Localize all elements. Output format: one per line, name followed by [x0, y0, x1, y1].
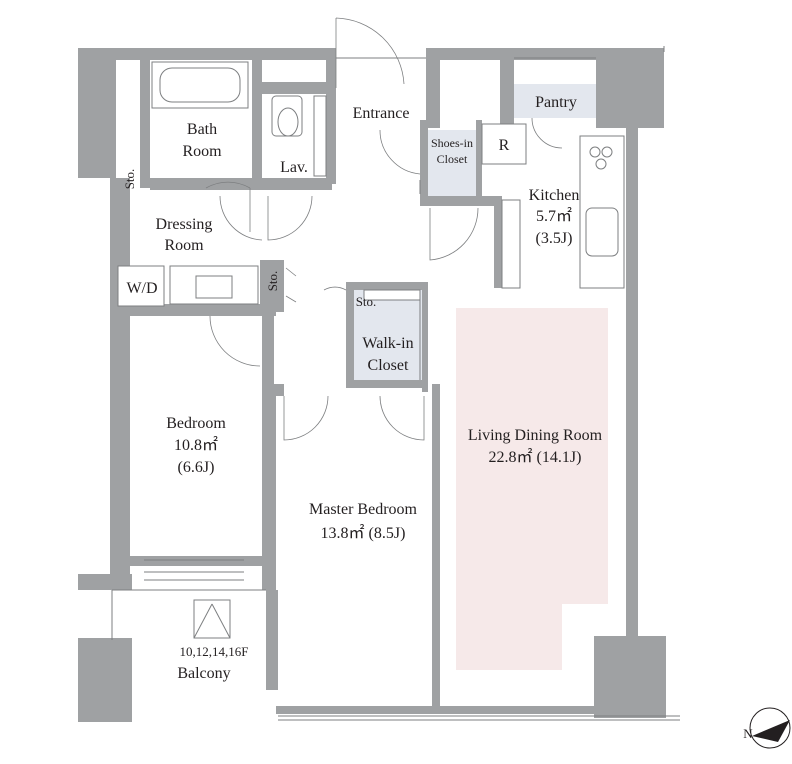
bath-label-line1: Bath: [187, 121, 217, 138]
kitchen-area: 5.7㎡: [536, 207, 572, 225]
refrigerator-box: [481, 123, 527, 165]
master-bedroom-label: Master Bedroom: [309, 501, 418, 518]
compass-north-label: N: [743, 726, 753, 741]
balcony-ac-unit: [193, 599, 231, 639]
washer-dryer-label: W/D: [126, 280, 157, 297]
shoes-closet-label-line1: Shoes-in: [431, 136, 473, 150]
storage-hall-label: Sto.: [265, 271, 280, 292]
kitchen-counter: [501, 135, 625, 289]
doors: [205, 17, 563, 441]
shoes-closet-fill: [426, 130, 478, 198]
dressing-label-line2: Room: [164, 237, 204, 254]
washer-dryer: [117, 265, 165, 307]
pantry-fill: [514, 84, 596, 118]
dressing-label-line1: Dressing: [156, 216, 213, 233]
bedroom-label: Bedroom: [166, 415, 226, 432]
balcony-floors-label: 10,12,14,16F: [180, 644, 249, 659]
storage-walkin-label: Sto.: [356, 294, 377, 309]
sliding-shelves: [363, 180, 421, 380]
living-dining-label: Living Dining Room: [468, 427, 603, 444]
bedroom-jou: (6.6J): [178, 459, 215, 476]
living-dining-highlight: [456, 308, 608, 670]
north-arrow-icon: [749, 707, 791, 749]
refrigerator-label: R: [499, 137, 510, 154]
balcony-label: Balcony: [177, 665, 230, 682]
storage-bath-label: Sto.: [122, 169, 137, 190]
pantry-label: Pantry: [535, 94, 577, 111]
shoes-closet-label-line2: Closet: [437, 152, 468, 166]
walls: [78, 48, 666, 722]
kitchen-label: Kitchen: [529, 187, 580, 204]
window-lines: [111, 46, 680, 721]
living-dining-area: 22.8㎡ (14.1J): [489, 448, 582, 466]
walkin-closet-fill: [352, 288, 422, 384]
lav-label: Lav.: [280, 159, 308, 176]
bath-label-line2: Room: [182, 143, 222, 160]
bedroom-area: 10.8㎡: [174, 436, 218, 454]
master-bedroom-area: 13.8㎡ (8.5J): [321, 524, 406, 542]
toilet: [271, 95, 327, 177]
walkin-closet-label-line2: Closet: [368, 357, 409, 374]
washbasin-counter: [169, 265, 259, 305]
bathtub: [151, 61, 249, 109]
entrance-label: Entrance: [353, 105, 410, 122]
walkin-closet-label-line1: Walk-in: [362, 335, 413, 352]
kitchen-jou: (3.5J): [536, 230, 573, 247]
